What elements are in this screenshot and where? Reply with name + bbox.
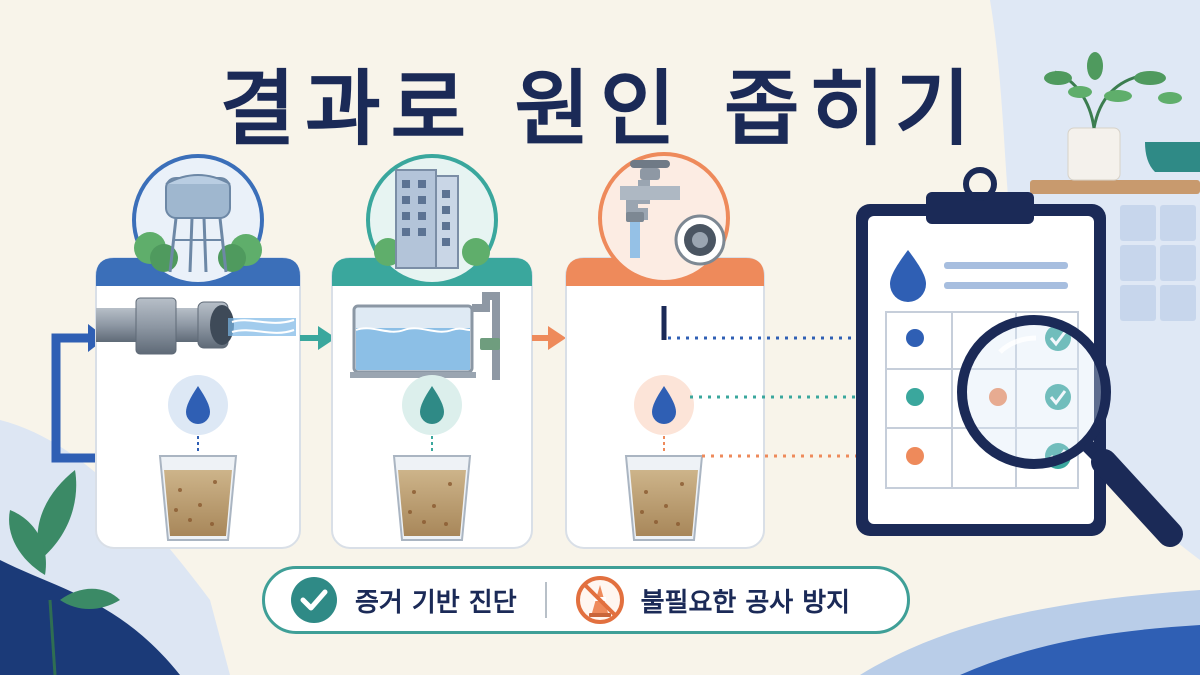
checklist-dot-2 [906, 388, 924, 406]
page-title: 결과로 원인 좁히기 [219, 62, 981, 157]
tile-wall [1120, 205, 1196, 321]
check-circle-icon [291, 577, 337, 623]
water-drop-icon [186, 386, 210, 424]
leaf-icon [9, 470, 120, 675]
prevent-item: 불필요한 공사 방지 [575, 575, 850, 625]
stage-panel-water-tower [95, 154, 301, 549]
footer-summary-pill: 증거 기반 진단 불필요한 공사 방지 [262, 566, 910, 634]
water-tank-icon [350, 292, 500, 380]
feedback-loop-arrow [51, 333, 132, 463]
faucet-illustration [620, 160, 726, 266]
magnifier-icon [957, 315, 1183, 547]
stage-panel-faucet [565, 152, 765, 549]
checklist-dot-1 [906, 329, 924, 347]
cloudy-water-glass-icon [624, 455, 704, 541]
prevent-label: 불필요한 공사 방지 [640, 587, 851, 618]
pill-divider [544, 582, 547, 618]
pipe-icon [96, 297, 296, 355]
evidence-label: 증거 기반 진단 [355, 587, 517, 618]
check-icon [1045, 384, 1071, 410]
water-drop-icon [890, 250, 926, 302]
checklist-mid-dot-2 [989, 388, 1007, 406]
plant-icon [1044, 52, 1182, 181]
clipboard-checklist [856, 167, 1106, 536]
water-tower-illustration [134, 174, 262, 273]
cloudy-water-glass-icon [158, 455, 238, 541]
water-drop-icon [420, 386, 444, 424]
stage-panel-building-tank [331, 154, 533, 549]
cloudy-water-glass-icon [392, 455, 472, 541]
no-construction-icon [575, 576, 624, 624]
shelf [1030, 180, 1200, 194]
bg-wave-bottom-right-2 [960, 625, 1200, 675]
building-illustration [374, 169, 490, 269]
checklist-dot-3 [906, 447, 924, 465]
bowl-icon [1145, 142, 1200, 172]
bg-wave-bottom [0, 560, 180, 675]
water-drop-icon [652, 386, 676, 424]
evidence-item: 증거 기반 진단 [289, 575, 517, 625]
